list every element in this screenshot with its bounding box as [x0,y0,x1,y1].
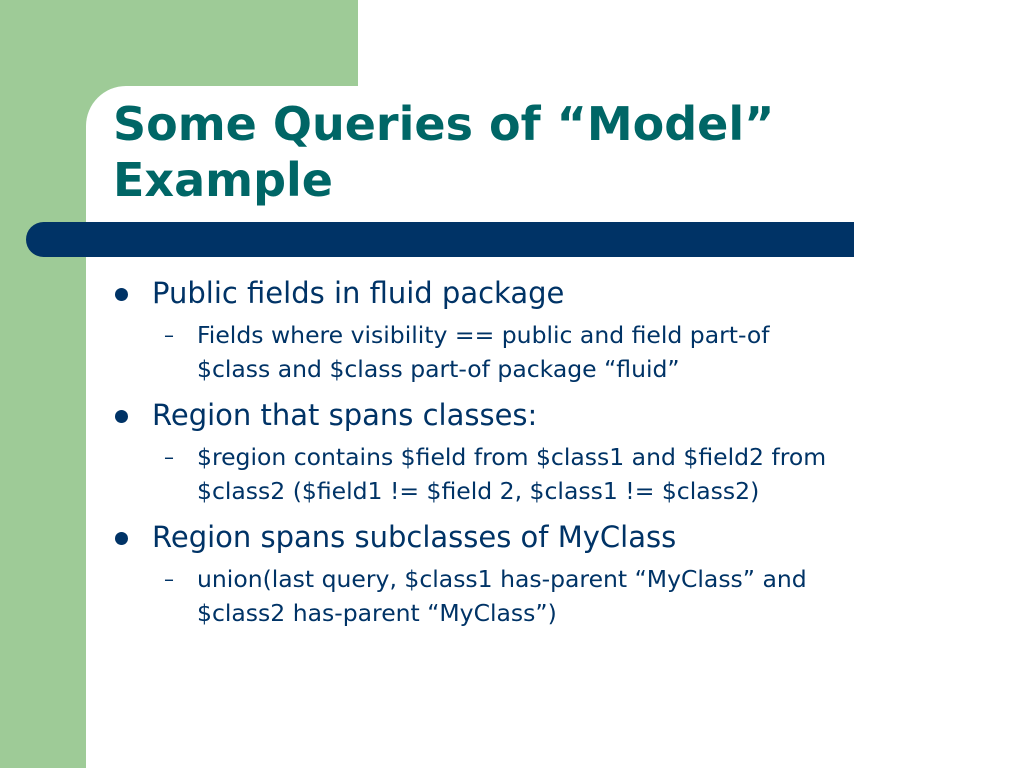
bullet-dot-icon [115,532,128,545]
bullet-dot-icon [115,288,128,301]
sidebar-strip [0,0,86,768]
top-accent-block [0,0,358,86]
slide-title: Some Queries of “Model” Example [113,96,913,208]
dash-icon: – [164,567,174,591]
sub-bullet-line-1: Fields where visibility == public and fi… [197,321,770,349]
bullet-text: Public fields in fluid package [152,276,565,310]
sub-bullet-list: – union(last query, $class1 has-parent “… [152,562,993,630]
bullet-text: Region that spans classes: [152,398,538,432]
sub-bullet-item: – Fields where visibility == public and … [152,318,993,386]
sub-bullet-line-1: union(last query, $class1 has-parent “My… [197,565,807,593]
sub-bullet-line-1: $region contains $field from $class1 and… [197,443,827,471]
bullet-text: Region spans subclasses of MyClass [152,520,677,554]
sub-bullet-line-2: $class2 ($field1 != $field 2, $class1 !=… [197,477,760,505]
bullet-dot-icon [115,410,128,423]
sub-bullet-list: – $region contains $field from $class1 a… [152,440,993,508]
sub-bullet-list: – Fields where visibility == public and … [152,318,993,386]
title-underline-bar [26,222,854,257]
title-line-1: Some Queries of “Model” [113,97,775,151]
sub-bullet-item: – union(last query, $class1 has-parent “… [152,562,993,630]
bullet-item: Region that spans classes: – $region con… [113,396,993,508]
dash-icon: – [164,323,174,347]
bullet-list: Public fields in fluid package – Fields … [113,274,993,640]
sub-bullet-line-2: $class and $class part-of package “fluid… [197,355,680,383]
title-line-2: Example [113,153,333,207]
bullet-item: Region spans subclasses of MyClass – uni… [113,518,993,630]
bullet-item: Public fields in fluid package – Fields … [113,274,993,386]
dash-icon: – [164,445,174,469]
sub-bullet-item: – $region contains $field from $class1 a… [152,440,993,508]
sub-bullet-line-2: $class2 has-parent “MyClass”) [197,599,557,627]
